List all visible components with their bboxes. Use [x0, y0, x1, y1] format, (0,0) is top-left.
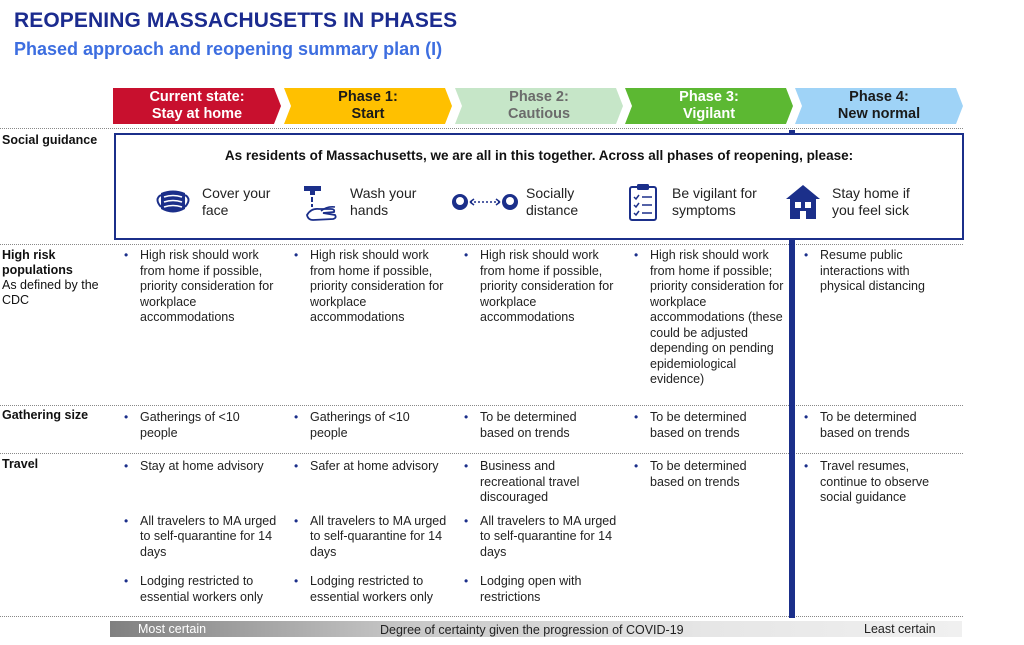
gathering-cell-phase2: To be determined based on trends — [458, 410, 608, 441]
phase-line1: Phase 3: — [679, 89, 739, 105]
travel-cell-phase4: Travel resumes, continue to observe soci… — [798, 459, 948, 506]
row-label-high-risk-title: High risk populations — [2, 248, 73, 277]
gathering-cell-current: Gatherings of <10 people — [118, 410, 253, 441]
guidance-label: Wash your hands — [350, 185, 417, 218]
list-item: Lodging open with restrictions — [458, 574, 588, 605]
high-risk-cell-phase2: High risk should work from home if possi… — [458, 248, 616, 326]
page-subtitle: Phased approach and reopening summary pl… — [14, 39, 443, 59]
list-item: Resume public interactions with physical… — [798, 248, 948, 295]
list-item: All travelers to MA urged to self-quaran… — [458, 514, 620, 561]
row-divider — [0, 453, 963, 454]
travel-cell-current: Stay at home advisory All travelers to M… — [118, 459, 280, 605]
high-risk-cell-phase3: High risk should work from home if possi… — [628, 248, 784, 388]
guidance-item-social-distance: Socially distance — [452, 180, 616, 224]
row-divider — [0, 405, 963, 406]
guidance-item-stay-home: Stay home if you feel sick — [782, 180, 932, 224]
list-item: Lodging restricted to essential workers … — [118, 574, 280, 605]
phase-line1: Phase 2: — [509, 89, 569, 105]
guidance-label: Stay home if you feel sick — [832, 185, 910, 218]
phase-line2: New normal — [837, 106, 921, 122]
social-guidance-box: As residents of Massachusetts, we are al… — [114, 133, 964, 240]
guidance-label: Cover your face — [202, 185, 271, 218]
house-icon — [782, 181, 824, 223]
list-item: Lodging restricted to essential workers … — [288, 574, 450, 605]
hand-wash-icon — [300, 181, 342, 223]
gathering-cell-phase1: Gatherings of <10 people — [288, 410, 423, 441]
list-item: To be determined based on trends — [798, 410, 948, 441]
row-divider — [0, 244, 963, 245]
travel-cell-phase1: Safer at home advisory All travelers to … — [288, 459, 450, 605]
checklist-icon — [622, 181, 664, 223]
list-item: To be determined based on trends — [628, 410, 778, 441]
list-item: High risk should work from home if possi… — [458, 248, 616, 326]
guidance-item-vigilant: Be vigilant for symptoms — [622, 180, 772, 224]
high-risk-cell-current: High risk should work from home if possi… — [118, 248, 276, 326]
phase-header-2: Phase 2: Cautious — [455, 88, 623, 124]
list-item: Stay at home advisory — [118, 459, 280, 475]
page-title: REOPENING MASSACHUSETTS IN PHASES — [14, 9, 458, 32]
phase-line2: Vigilant — [682, 106, 736, 122]
gathering-cell-phase4: To be determined based on trends — [798, 410, 948, 441]
list-item: All travelers to MA urged to self-quaran… — [288, 514, 450, 561]
phase-line1: Phase 1: — [338, 89, 398, 105]
phase-line2: Stay at home — [151, 106, 243, 122]
row-divider — [0, 128, 963, 129]
list-item: To be determined based on trends — [628, 459, 778, 490]
social-guidance-lead: As residents of Massachusetts, we are al… — [224, 148, 854, 163]
phase-line2: Start — [351, 106, 385, 122]
phase-line1: Phase 4: — [849, 89, 909, 105]
list-item: High risk should work from home if possi… — [118, 248, 276, 326]
list-item: Business and recreational travel discour… — [458, 459, 586, 506]
phase-header-4: Phase 4: New normal — [795, 88, 963, 124]
travel-cell-phase2: Business and recreational travel discour… — [458, 459, 620, 605]
list-item: To be determined based on trends — [458, 410, 608, 441]
certainty-middle-label: Degree of certainty given the progressio… — [380, 623, 684, 637]
row-divider — [0, 616, 963, 617]
guidance-item-cover-face: Cover your face — [152, 180, 292, 224]
phase-header-1: Phase 1: Start — [284, 88, 452, 124]
row-label-travel: Travel — [2, 457, 39, 471]
phase-line2: Cautious — [507, 106, 571, 122]
guidance-item-wash-hands: Wash your hands — [300, 180, 440, 224]
row-label-gathering-size: Gathering size — [2, 408, 89, 422]
phase-separator-line — [789, 130, 795, 618]
phase-line1: Current state: — [149, 89, 245, 105]
certainty-gradient-bar — [110, 621, 962, 637]
list-item: Gatherings of <10 people — [118, 410, 253, 441]
list-item: High risk should work from home if possi… — [628, 248, 784, 388]
distance-icon — [452, 181, 518, 223]
row-label-high-risk: High risk populations As defined by the … — [2, 248, 107, 308]
row-label-social-guidance: Social guidance — [2, 133, 98, 147]
mask-icon — [152, 181, 194, 223]
certainty-right-label: Least certain — [864, 622, 936, 636]
high-risk-cell-phase4: Resume public interactions with physical… — [798, 248, 948, 295]
high-risk-cell-phase1: High risk should work from home if possi… — [288, 248, 446, 326]
guidance-label: Be vigilant for symptoms — [672, 185, 757, 218]
list-item: Safer at home advisory — [288, 459, 450, 475]
travel-cell-phase3: To be determined based on trends — [628, 459, 778, 490]
list-item: High risk should work from home if possi… — [288, 248, 446, 326]
certainty-left-label: Most certain — [138, 622, 207, 636]
guidance-label: Socially distance — [526, 185, 579, 218]
gathering-cell-phase3: To be determined based on trends — [628, 410, 778, 441]
phase-header-current: Current state: Stay at home — [113, 88, 281, 124]
phase-header-3: Phase 3: Vigilant — [625, 88, 793, 124]
list-item: All travelers to MA urged to self-quaran… — [118, 514, 280, 561]
row-label-high-risk-sub: As defined by the CDC — [2, 278, 99, 307]
list-item: Gatherings of <10 people — [288, 410, 423, 441]
list-item: Travel resumes, continue to observe soci… — [798, 459, 948, 506]
